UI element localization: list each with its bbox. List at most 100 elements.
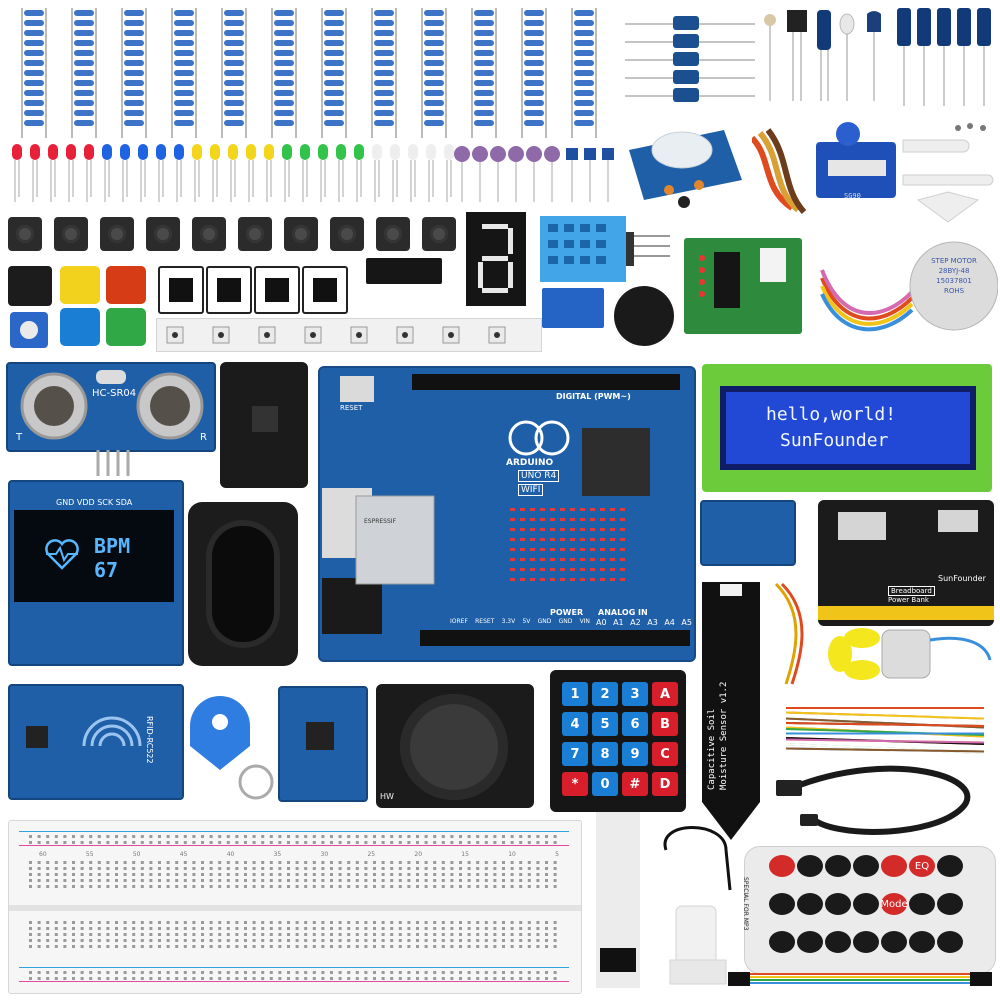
tactile-switch xyxy=(158,266,204,314)
push-button xyxy=(422,217,456,251)
oled-bpm-value: 67 xyxy=(94,558,119,582)
ultrasonic-model: HC-SR04 xyxy=(92,388,137,399)
lcd-screen: hello,world! SunFounder xyxy=(720,386,976,470)
keypad-key[interactable]: D xyxy=(652,772,678,796)
remote-button[interactable] xyxy=(937,931,963,953)
remote-button[interactable] xyxy=(825,855,851,877)
remote-button[interactable] xyxy=(825,893,851,915)
keypad-key[interactable]: 2 xyxy=(592,682,618,706)
dupont-art xyxy=(728,972,992,986)
arduino-analog-pin: A5 xyxy=(681,618,692,627)
remote-button[interactable] xyxy=(825,931,851,953)
remote-button[interactable] xyxy=(797,931,823,953)
keypad-key[interactable]: B xyxy=(652,712,678,736)
ultrasonic-pins xyxy=(94,450,134,476)
servo-label: SG90 xyxy=(844,192,861,200)
driver-art xyxy=(699,248,786,308)
active-buzzer xyxy=(614,286,674,346)
keypad-key[interactable]: * xyxy=(562,772,588,796)
push-button xyxy=(100,217,134,251)
power-module-label-2: Power Bank xyxy=(888,596,929,604)
resistor-strips-art xyxy=(21,8,597,138)
ultrasonic-r-label: R xyxy=(200,432,207,443)
remote-button[interactable] xyxy=(853,931,879,953)
keyfob-icon xyxy=(190,696,274,800)
breadboard-col-number: 45 xyxy=(179,851,188,858)
joystick-module: HW xyxy=(376,684,534,808)
remote-button[interactable] xyxy=(853,855,879,877)
remote-button[interactable] xyxy=(937,855,963,877)
jumper-wire-art xyxy=(785,707,985,754)
arduino-power-pin: GND xyxy=(558,618,573,625)
oled-pin-labels: GND VDD SCK SDA xyxy=(56,498,133,507)
heart-pulse-icon xyxy=(45,539,79,570)
lcd-module: hello,world! SunFounder xyxy=(702,364,992,492)
push-button xyxy=(330,217,364,251)
keypad-key[interactable]: 9 xyxy=(622,742,648,766)
arduino-analog-pin: A0 xyxy=(596,618,607,627)
water-pump xyxy=(656,820,736,990)
arduino-power-header: POWER xyxy=(550,608,584,617)
keypad-key[interactable]: C xyxy=(652,742,678,766)
transistors-capacitors xyxy=(625,6,995,106)
stepper-label-2: 28BYJ-48 xyxy=(938,267,970,275)
remote-button[interactable] xyxy=(881,931,907,953)
screws-and-horns xyxy=(898,120,998,230)
keypad-key[interactable]: 3 xyxy=(622,682,648,706)
tactile-switch xyxy=(206,266,252,314)
push-button xyxy=(376,217,410,251)
keypad-key[interactable]: 8 xyxy=(592,742,618,766)
breadboard-holes xyxy=(29,835,557,980)
keypad-key[interactable]: A xyxy=(652,682,678,706)
moisture-sensor: Capacitive Soil Moisture Sensor v1.2 xyxy=(700,582,762,842)
push-button xyxy=(54,217,88,251)
push-buttons-row xyxy=(8,215,468,255)
lcd-line-2: SunFounder xyxy=(780,430,889,451)
power-module-brand: SunFounder xyxy=(938,574,986,583)
remote-button[interactable] xyxy=(881,855,907,877)
keypad-key[interactable]: 0 xyxy=(592,772,618,796)
breadboard-col-number: 5 xyxy=(555,851,559,858)
keypad-key[interactable]: 7 xyxy=(562,742,588,766)
breadboard-power-module: SunFounder Breadboard Power Bank xyxy=(818,500,994,626)
keypad-key[interactable]: 6 xyxy=(622,712,648,736)
keypad-key[interactable]: # xyxy=(622,772,648,796)
remote-button[interactable] xyxy=(769,893,795,915)
keypad-key[interactable]: 4 xyxy=(562,712,588,736)
rfid-model: RFID-RC522 xyxy=(145,716,154,764)
remote-button[interactable] xyxy=(769,931,795,953)
breadboard-col-number: 35 xyxy=(273,851,282,858)
remote-button[interactable] xyxy=(797,855,823,877)
dht-art xyxy=(540,216,670,282)
keypad-key[interactable]: 5 xyxy=(592,712,618,736)
usb-cable-art xyxy=(776,765,971,835)
seven-segment-display xyxy=(466,212,526,306)
arduino-model-line1: UNO R4 xyxy=(518,470,560,482)
breadboard-col-number: 15 xyxy=(461,851,469,858)
ultrasonic-t-label: T xyxy=(16,432,23,443)
remote-button[interactable]: Mode xyxy=(880,893,908,915)
led-strip xyxy=(156,318,542,352)
breadboard-col-number: 60 xyxy=(39,851,47,858)
breadboard-col-number: 20 xyxy=(414,851,423,858)
arduino-analog-pin: A2 xyxy=(630,618,641,627)
remote-button[interactable] xyxy=(853,893,879,915)
remote-button[interactable] xyxy=(909,931,935,953)
remote-button[interactable]: EQ xyxy=(909,855,935,877)
remote-button[interactable] xyxy=(797,893,823,915)
rfid-coil-icon xyxy=(26,716,142,748)
arduino-power-pin: GND xyxy=(537,618,552,625)
capacitor-art xyxy=(625,8,991,106)
remote-button[interactable] xyxy=(909,893,935,915)
keypad-key[interactable]: 1 xyxy=(562,682,588,706)
accelerometer-module xyxy=(220,362,308,488)
remote-button[interactable] xyxy=(769,855,795,877)
breadboard-col-number: 30 xyxy=(320,851,329,858)
moisture-art xyxy=(702,582,760,840)
remote-button[interactable] xyxy=(937,893,963,915)
arduino-power-pin: VIN xyxy=(579,618,590,625)
arduino-reset-label: RESET xyxy=(340,404,363,412)
arduino-model-line2: WIFI xyxy=(518,484,544,496)
relay-module xyxy=(542,288,604,328)
